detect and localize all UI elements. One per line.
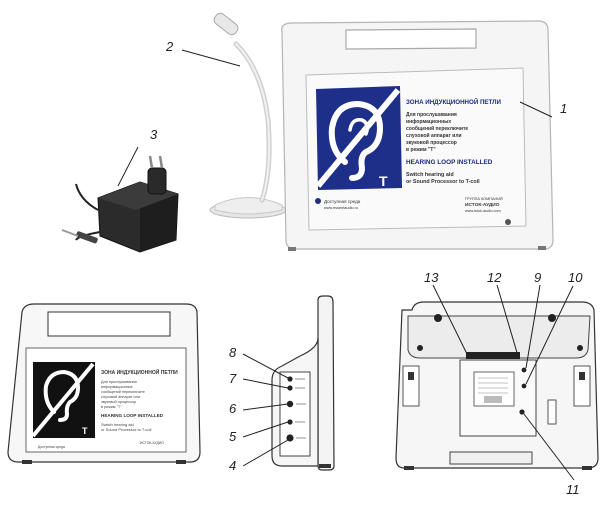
callout-1: 1 xyxy=(560,101,567,116)
front-text-ru-4: слуховой аппарат или xyxy=(101,395,140,399)
front-text-ru-1: Для прослушивания xyxy=(101,380,137,384)
front-text-ru-5: звуковой процессор xyxy=(101,400,136,404)
front-brand-right: ИСТОК-АУДИО xyxy=(140,441,164,445)
front-text-ru-3: сообщений переключите xyxy=(101,390,145,394)
sign-heading-ru: ЗОНА ИНДУКЦИОННОЙ ПЕТЛИ xyxy=(406,98,502,106)
callout-4: 4 xyxy=(229,458,236,473)
device-main-view: T ЗОНА ИНДУКЦИОННОЙ ПЕТЛИ Для прослушива… xyxy=(209,12,554,251)
front-view: T ЗОНА ИНДУКЦИОННОЙ ПЕТЛИ Для прослушива… xyxy=(7,303,201,464)
callout-11: 11 xyxy=(566,482,580,497)
callout-3: 3 xyxy=(150,127,158,142)
leader-6 xyxy=(242,403,289,411)
sign-heading-en: HEARING LOOP INSTALLED xyxy=(406,159,493,166)
front-text-ru-2: информационных xyxy=(101,385,133,389)
power-adapter xyxy=(61,155,179,253)
front-t-letter: T xyxy=(82,426,88,436)
leader-5 xyxy=(242,421,289,438)
leader-2 xyxy=(181,49,241,67)
callout-7: 7 xyxy=(229,371,237,386)
side-view xyxy=(271,295,335,471)
leader-3 xyxy=(117,146,139,187)
front-sign-heading-en: HEARING LOOP INSTALLED xyxy=(101,413,164,418)
sign-text-ru-2: информационных xyxy=(406,118,451,125)
brand-right-group: ГРУППА КОМПАНИЙ xyxy=(465,197,503,201)
sign-text-en-1: Switch hearing aid xyxy=(406,172,454,178)
callout-2: 2 xyxy=(165,39,174,54)
front-brand-left: Доступная среда xyxy=(38,445,65,449)
sign-text-ru-4: слуховой аппарат или xyxy=(406,132,462,139)
leader-7 xyxy=(242,378,289,389)
callout-12: 12 xyxy=(487,270,502,285)
sign-text-en-2: or Sound Processor to T-coil xyxy=(406,179,480,185)
sign-text-ru-5: звуковой процессор xyxy=(406,139,457,146)
brand-left-logo xyxy=(315,198,321,204)
sign-text-ru-3: сообщений переключите xyxy=(406,125,468,132)
callout-6: 6 xyxy=(229,401,237,416)
brand-right-url: www.istok-audio.com xyxy=(465,209,501,213)
callout-10: 10 xyxy=(568,270,583,285)
brand-left-name: Доступная среда xyxy=(324,199,361,204)
sign-text-ru-6: в режим "Т" xyxy=(406,147,436,153)
leader-10 xyxy=(525,285,574,385)
t-coil-letter: T xyxy=(379,173,388,189)
front-text-en-2: or Sound Processor to T-coil xyxy=(101,427,152,432)
handle-slot xyxy=(466,352,520,359)
leader-8 xyxy=(242,353,289,379)
brand-left-url: www.essentaudio.ru xyxy=(324,206,358,210)
leader-13 xyxy=(432,284,469,357)
front-text-ru-6: в режим "Т" xyxy=(101,405,122,409)
leader-12 xyxy=(496,284,519,357)
front-sign-heading-ru: ЗОНА ИНДУКЦИОННОЙ ПЕТЛИ xyxy=(101,368,178,376)
brand-right-name: ИСТОК-АУДИО xyxy=(465,202,500,208)
leader-9 xyxy=(525,284,541,369)
callout-5: 5 xyxy=(229,429,237,444)
leader-1 xyxy=(519,101,553,118)
callout-13: 13 xyxy=(424,270,439,285)
leader-4 xyxy=(242,439,289,467)
sign-text-ru-1: Для прослушивания xyxy=(406,112,457,118)
callout-8: 8 xyxy=(229,345,237,360)
callout-9: 9 xyxy=(534,270,541,285)
front-text-en-1: Switch hearing aid xyxy=(101,422,134,427)
back-view xyxy=(395,301,599,470)
leader-11 xyxy=(523,413,575,481)
